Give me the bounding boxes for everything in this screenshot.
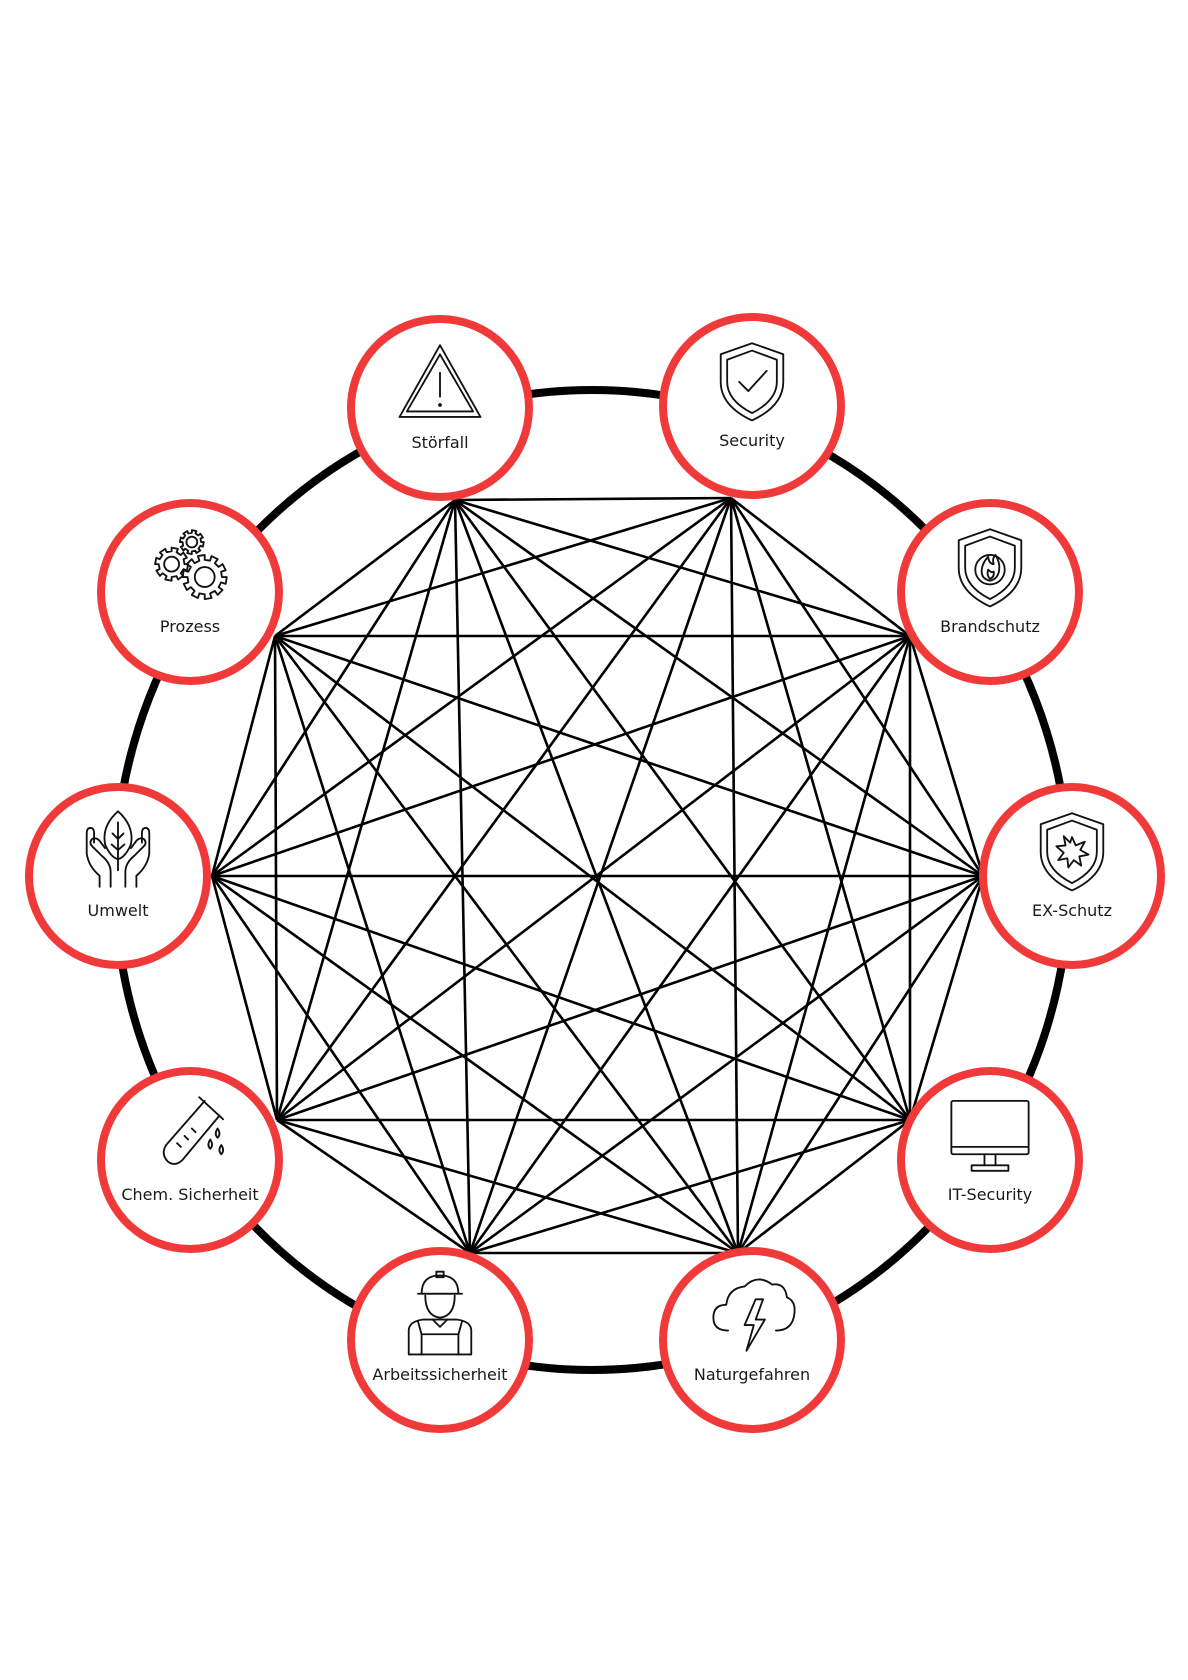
shield-explosion-icon: [1039, 812, 1105, 892]
node-circle: [347, 315, 533, 501]
connection-line: [273, 635, 472, 1254]
node-label: Naturgefahren: [694, 1365, 810, 1384]
node-label: Prozess: [160, 617, 220, 636]
node-label: Arbeitssicherheit: [372, 1365, 507, 1384]
connection-line: [276, 874, 984, 1122]
connection-line: [210, 875, 279, 1121]
connection-line: [729, 497, 985, 877]
node-prozess: Prozess: [97, 499, 283, 685]
node-umwelt: Umwelt: [25, 783, 211, 969]
warning-triangle-icon: [398, 344, 482, 418]
node-label: Security: [719, 431, 785, 450]
monitor-icon: [950, 1099, 1030, 1172]
shield-check-icon: [719, 342, 785, 422]
node-brandschutz: Brandschutz: [897, 499, 1083, 685]
node-label: Chem. Sicherheit: [121, 1185, 258, 1204]
connection-line: [454, 498, 984, 878]
node-circle: [347, 1247, 533, 1433]
connection-line: [274, 498, 456, 638]
node-label: EX-Schutz: [1032, 901, 1112, 920]
connection-line: [275, 499, 457, 1121]
node-label: Störfall: [411, 433, 468, 452]
node-circle: [97, 1067, 283, 1253]
connection-line: [211, 496, 732, 878]
node-it-security: IT-Security: [897, 1067, 1083, 1253]
node-stoerfall: Störfall: [347, 315, 533, 501]
node-ex-schutz: EX-Schutz: [979, 783, 1165, 969]
connection-line: [274, 496, 732, 638]
node-security: Security: [659, 313, 845, 499]
connection-line: [273, 635, 279, 1121]
topic-nodes: Störfall SecurityBrandschutzEX-SchutzIT-S…: [25, 313, 1165, 1433]
storm-cloud-icon: [712, 1278, 796, 1352]
connection-line: [736, 635, 912, 1254]
node-chem-sicherheit: Chem. Sicherheit: [97, 1067, 283, 1253]
connection-line: [908, 875, 985, 1121]
connection-line: [454, 496, 732, 502]
connection-line: [908, 635, 985, 877]
connection-line: [211, 634, 911, 878]
shield-flame-icon: [957, 528, 1023, 608]
node-label: Umwelt: [88, 901, 149, 920]
connection-line: [469, 1118, 911, 1255]
connection-line: [211, 874, 911, 1122]
connection-line: [210, 499, 457, 877]
node-label: Brandschutz: [940, 617, 1040, 636]
connection-line: [729, 497, 912, 1121]
node-circle: [897, 1067, 1083, 1253]
node-circle: [97, 499, 283, 685]
connection-line: [273, 635, 740, 1254]
construction-worker-icon: [407, 1270, 473, 1356]
connection-line: [276, 1118, 739, 1255]
gears-icon: [154, 529, 228, 601]
connection-line: [211, 874, 739, 1255]
node-arbeitssicherheit: Arbeitssicherheit: [347, 1247, 533, 1433]
node-circle: [979, 783, 1165, 969]
connection-line: [468, 635, 912, 1254]
node-circle: [897, 499, 1083, 685]
connection-line: [210, 635, 277, 877]
connection-line: [469, 874, 984, 1255]
connection-line: [736, 875, 985, 1254]
node-circle: [25, 783, 211, 969]
connection-line: [210, 875, 472, 1254]
connection-line: [274, 634, 984, 878]
connection-line: [737, 1118, 911, 1255]
connection-mesh: [210, 496, 985, 1255]
connection-line: [274, 634, 911, 1122]
connection-line: [454, 498, 911, 638]
node-naturgefahren: Naturgefahren: [659, 1247, 845, 1433]
connection-line: [276, 1118, 471, 1255]
node-circle: [659, 313, 845, 499]
hands-leaf-icon: [85, 810, 151, 888]
test-tube-icon: [162, 1096, 225, 1165]
node-label: IT-Security: [948, 1185, 1033, 1204]
connection-line: [730, 496, 911, 638]
